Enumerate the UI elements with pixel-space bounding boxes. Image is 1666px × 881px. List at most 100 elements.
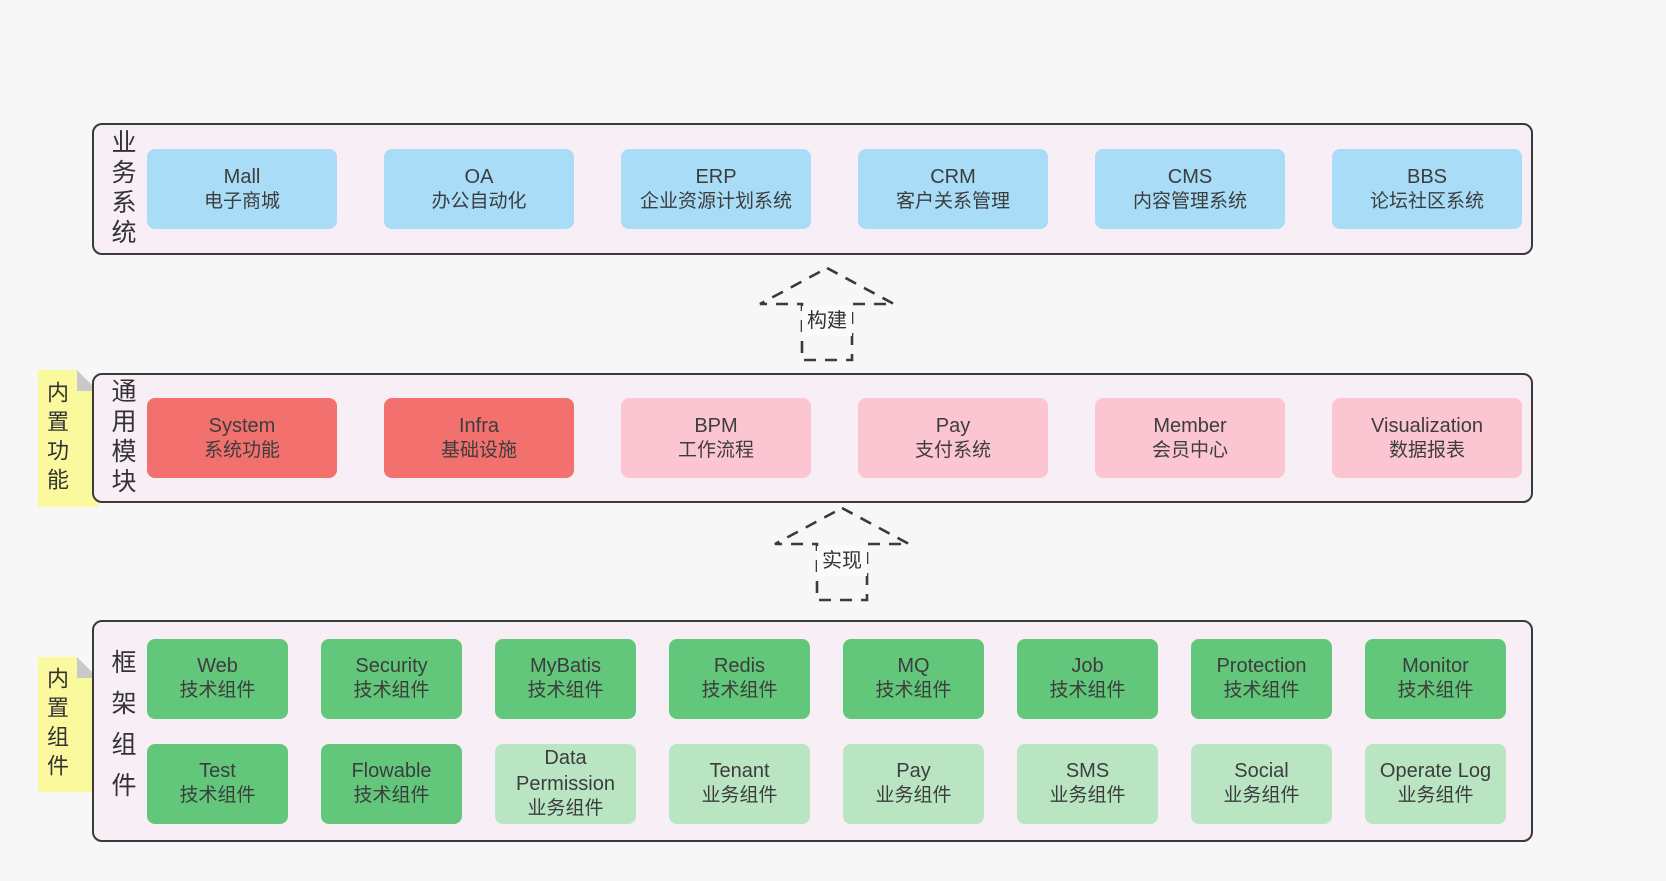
box-title: Infra	[458, 414, 500, 437]
box-title: MQ	[897, 655, 930, 678]
box-subtitle: 基础设施	[440, 439, 517, 461]
box-subtitle: 技术组件	[179, 680, 256, 702]
box-subtitle: 办公自动化	[431, 190, 527, 212]
box-subtitle: 电子商城	[203, 190, 280, 212]
box-subtitle: 业务组件	[527, 798, 604, 820]
box-cms: CMS 内容管理系统	[1095, 149, 1285, 229]
implement-arrow-icon	[774, 506, 910, 602]
box-title: BBS	[1406, 165, 1448, 188]
box-web: Web 技术组件	[147, 638, 288, 719]
box-title: ERP	[695, 165, 737, 188]
note-label: 内置组件	[44, 666, 69, 783]
band-content: Web 技术组件 Security 技术组件 MyBatis 技术组件 Redi…	[147, 638, 1506, 824]
box-title: BPM	[694, 414, 738, 437]
box-subtitle: 业务组件	[701, 785, 778, 807]
box-subtitle: 工作流程	[677, 439, 754, 461]
box-monitor: Monitor 技术组件	[1365, 638, 1506, 719]
box-subtitle: 技术组件	[701, 680, 778, 702]
box-title: CRM	[930, 165, 976, 188]
box-visualization: Visualization 数据报表	[1332, 398, 1522, 478]
box-title: Visualization	[1371, 414, 1483, 437]
band-common-modules: 通用模块 System 系统功能 Infra 基础设施 BPM 工作流程 Pay…	[92, 373, 1533, 503]
box-title: Social	[1234, 760, 1289, 783]
box-title: Pay	[935, 414, 971, 437]
box-title: OA	[464, 165, 494, 188]
box-row: System 系统功能 Infra 基础设施 BPM 工作流程 Pay 支付系统…	[147, 398, 1522, 478]
box-social: Social 业务组件	[1191, 743, 1332, 824]
box-title: Security	[355, 655, 428, 678]
box-row: Mall 电子商城 OA 办公自动化 ERP 企业资源计划系统 CRM 客户关系…	[147, 149, 1522, 229]
box-sms: SMS 业务组件	[1017, 743, 1158, 824]
box-oa: OA 办公自动化	[384, 149, 574, 229]
box-subtitle: 业务组件	[1223, 785, 1300, 807]
box-title: Monitor	[1402, 655, 1469, 678]
box-subtitle: 技术组件	[1223, 680, 1300, 702]
box-subtitle: 技术组件	[179, 785, 256, 807]
box-title: MyBatis	[529, 655, 602, 678]
box-row-tech: Web 技术组件 Security 技术组件 MyBatis 技术组件 Redi…	[147, 638, 1506, 719]
box-flowable: Flowable 技术组件	[321, 743, 462, 824]
box-title: Web	[197, 655, 238, 678]
box-title: Operate Log	[1379, 760, 1492, 783]
box-title: SMS	[1065, 760, 1110, 783]
sticky-note-built-in-components: 内置组件	[38, 657, 98, 792]
box-pay-biz: Pay 业务组件	[843, 743, 984, 824]
box-mall: Mall 电子商城	[147, 149, 337, 229]
implement-arrow-label: 实现	[817, 546, 867, 576]
box-title: Job	[1071, 655, 1104, 678]
box-protection: Protection 技术组件	[1191, 638, 1332, 719]
box-system: System 系统功能	[147, 398, 337, 478]
box-erp: ERP 企业资源计划系统	[621, 149, 811, 229]
box-subtitle: 技术组件	[353, 680, 430, 702]
box-subtitle: 企业资源计划系统	[639, 190, 792, 212]
build-arrow-icon	[759, 266, 895, 362]
band-side-label: 通用模块	[108, 378, 136, 498]
box-subtitle: 客户关系管理	[895, 190, 1010, 212]
box-subtitle: 技术组件	[1397, 680, 1474, 702]
band-side-label: 框架组件	[108, 649, 136, 813]
box-mq: MQ 技术组件	[843, 638, 984, 719]
box-test: Test 技术组件	[147, 743, 288, 824]
box-subtitle: 数据报表	[1388, 439, 1465, 461]
box-title: Pay	[896, 760, 931, 783]
box-subtitle: 技术组件	[527, 680, 604, 702]
box-crm: CRM 客户关系管理	[858, 149, 1048, 229]
band-framework-components: 框架组件 Web 技术组件 Security 技术组件 MyBatis 技术组件…	[92, 620, 1533, 842]
box-subtitle: 系统功能	[203, 439, 280, 461]
sticky-note-built-in-functions: 内置功能	[38, 370, 98, 507]
box-redis: Redis 技术组件	[669, 638, 810, 719]
box-operate-log: Operate Log 业务组件	[1365, 743, 1506, 824]
band-content: Mall 电子商城 OA 办公自动化 ERP 企业资源计划系统 CRM 客户关系…	[147, 149, 1522, 229]
box-subtitle: 业务组件	[1049, 785, 1126, 807]
build-arrow-label: 构建	[802, 306, 852, 336]
band-business-systems: 业务系统 Mall 电子商城 OA 办公自动化 ERP 企业资源计划系统 CRM…	[92, 123, 1533, 255]
box-job: Job 技术组件	[1017, 638, 1158, 719]
box-subtitle: 业务组件	[1397, 785, 1474, 807]
box-title: Mall	[223, 165, 261, 188]
note-label: 内置功能	[44, 380, 69, 497]
box-bpm: BPM 工作流程	[621, 398, 811, 478]
box-mybatis: MyBatis 技术组件	[495, 638, 636, 719]
band-side-label: 业务系统	[108, 129, 136, 249]
box-subtitle: 业务组件	[875, 785, 952, 807]
box-title: Data Permission	[516, 747, 615, 796]
box-title: Protection	[1216, 655, 1307, 678]
box-title: Member	[1153, 414, 1227, 437]
box-title: Tenant	[709, 760, 770, 783]
band-content: System 系统功能 Infra 基础设施 BPM 工作流程 Pay 支付系统…	[147, 398, 1522, 478]
box-bbs: BBS 论坛社区系统	[1332, 149, 1522, 229]
box-title: Flowable	[351, 760, 432, 783]
box-security: Security 技术组件	[321, 638, 462, 719]
box-tenant: Tenant 业务组件	[669, 743, 810, 824]
box-subtitle: 技术组件	[875, 680, 952, 702]
box-subtitle: 会员中心	[1151, 439, 1228, 461]
box-member: Member 会员中心	[1095, 398, 1285, 478]
box-pay: Pay 支付系统	[858, 398, 1048, 478]
box-subtitle: 支付系统	[914, 439, 991, 461]
box-title: Test	[199, 760, 236, 783]
box-subtitle: 论坛社区系统	[1369, 190, 1484, 212]
box-data-permission: Data Permission 业务组件	[495, 743, 636, 824]
box-title: System	[208, 414, 276, 437]
box-infra: Infra 基础设施	[384, 398, 574, 478]
